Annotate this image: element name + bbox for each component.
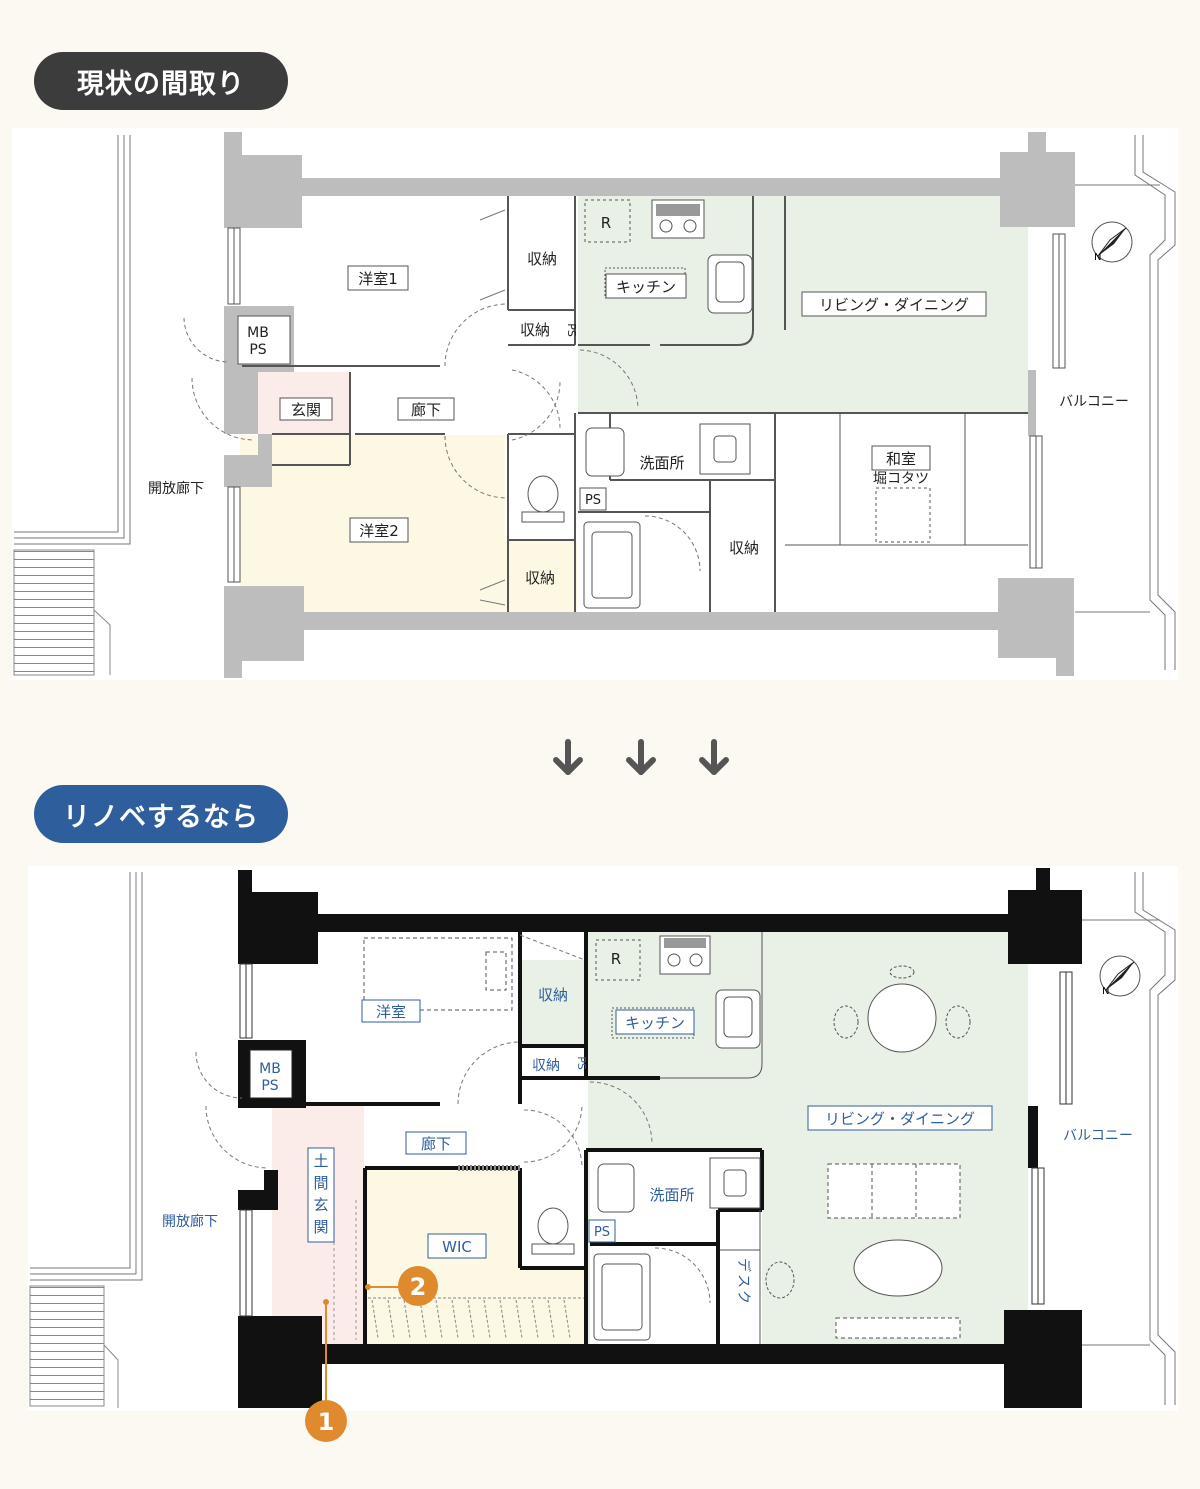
- after-doma-char: 土: [313, 1152, 328, 1170]
- after-desk-char: ク: [735, 1290, 751, 1304]
- after-mb-ps-label: PS: [261, 1078, 278, 1094]
- before-compass-icon: N: [1091, 221, 1133, 263]
- marker-1: 1: [305, 1400, 347, 1442]
- after-open-corridor-label: 開放廊下: [162, 1213, 218, 1230]
- marker-2-label: 2: [410, 1273, 427, 1301]
- after-doma-char: 関: [313, 1218, 328, 1236]
- before-corridor-label: 廊下: [411, 401, 441, 419]
- after-interior-walls: [306, 932, 764, 1344]
- marker-2: 2: [398, 1266, 438, 1306]
- after-balcony-label: バルコニー: [1063, 1128, 1133, 1144]
- before-entrance-label: 玄関: [291, 401, 321, 419]
- renovation-heading: リノベするなら: [34, 785, 288, 843]
- before-mb-label: MB: [247, 325, 269, 341]
- marker-lines: [325, 1286, 402, 1400]
- after-door-arcs: [195, 934, 711, 1304]
- after-corridor-label: 廊下: [421, 1135, 451, 1153]
- before-balcony-lines: [1075, 135, 1176, 670]
- before-fixtures: [521, 199, 1028, 609]
- before-interior-walls: [242, 196, 1028, 612]
- before-western1-label: 洋室1: [358, 270, 398, 288]
- after-desk-char: デ: [735, 1258, 752, 1272]
- before-windows: [227, 227, 1066, 583]
- after-balcony-lines: [1080, 872, 1176, 1405]
- svg-text:N: N: [1102, 986, 1109, 997]
- down-arrow-icon: [699, 739, 729, 775]
- before-floor-plan: 洋室1 収納 R キッチン リビング・ダイニング 収納 PS MB PS 玄関 …: [12, 128, 1178, 680]
- after-desk-char: ス: [735, 1274, 751, 1288]
- before-open-corridor-label: 開放廊下: [148, 480, 204, 497]
- before-storage-small-label: 収納: [520, 321, 550, 339]
- before-ps-vertical-label: PS: [565, 323, 578, 337]
- before-storage-japanese-label: 収納: [729, 539, 759, 557]
- after-windows: [239, 963, 1073, 1317]
- before-balcony-label: バルコニー: [1059, 394, 1129, 410]
- marker-1-label: 1: [318, 1408, 335, 1436]
- after-storage-top-label: 収納: [538, 986, 568, 1004]
- before-fridge-label: R: [601, 214, 611, 232]
- down-arrow-icon: [553, 739, 583, 775]
- before-storage-bottom-label: 収納: [525, 569, 555, 587]
- after-walls: [238, 868, 1082, 1408]
- after-western-label: 洋室: [376, 1003, 406, 1021]
- after-living-label: リビング・ダイニング: [825, 1110, 975, 1128]
- after-kitchen-label: キッチン: [625, 1014, 685, 1032]
- before-living-label: リビング・ダイニング: [819, 296, 969, 314]
- after-ps-vertical-label: PS: [575, 1056, 588, 1070]
- after-floor-plan: 洋室 収納 R キッチン 収納 PS MB PS 廊下 リビング・ダイニング 洗…: [28, 866, 1178, 1442]
- before-mb-ps-label: PS: [249, 342, 266, 358]
- after-mb-label: MB: [259, 1061, 281, 1077]
- current-layout-heading: 現状の間取り: [34, 52, 288, 110]
- before-labels: 洋室1 収納 R キッチン リビング・ダイニング 収納 PS MB PS 玄関 …: [148, 214, 1129, 587]
- after-fixtures: [333, 935, 971, 1341]
- after-storage-small-label: 収納: [532, 1058, 560, 1074]
- after-wic-label: WIC: [442, 1238, 472, 1256]
- after-fridge-label: R: [611, 950, 621, 968]
- before-kitchen-label: キッチン: [616, 278, 676, 296]
- after-open-corridor-lines: [30, 872, 143, 1281]
- after-ps-label: PS: [594, 1225, 610, 1240]
- after-washroom-label: 洗面所: [649, 1186, 694, 1204]
- before-storage-top-label: 収納: [527, 250, 557, 268]
- after-storage-fill: [522, 960, 584, 1046]
- transition-arrows: [553, 739, 729, 775]
- after-doma-char: 間: [313, 1174, 328, 1192]
- before-door-arcs: [183, 303, 701, 572]
- before-stairs: [13, 549, 95, 676]
- before-closet-doors: [479, 209, 506, 606]
- before-japanese-label: 和室: [886, 450, 916, 468]
- after-stairs: [29, 1285, 105, 1407]
- before-ps-label: PS: [585, 493, 601, 508]
- before-western2-label: 洋室2: [359, 522, 399, 540]
- before-open-corridor-lines: [14, 135, 131, 545]
- after-labels: 洋室 収納 R キッチン 収納 PS MB PS 廊下 リビング・ダイニング 洗…: [162, 950, 1133, 1304]
- svg-text:N: N: [1094, 252, 1101, 263]
- after-compass-icon: N: [1099, 955, 1141, 997]
- before-kotatsu-label: 堀コタツ: [873, 471, 929, 487]
- after-doma-char: 玄: [313, 1196, 328, 1214]
- down-arrow-icon: [626, 739, 656, 775]
- before-washroom-label: 洗面所: [639, 454, 684, 472]
